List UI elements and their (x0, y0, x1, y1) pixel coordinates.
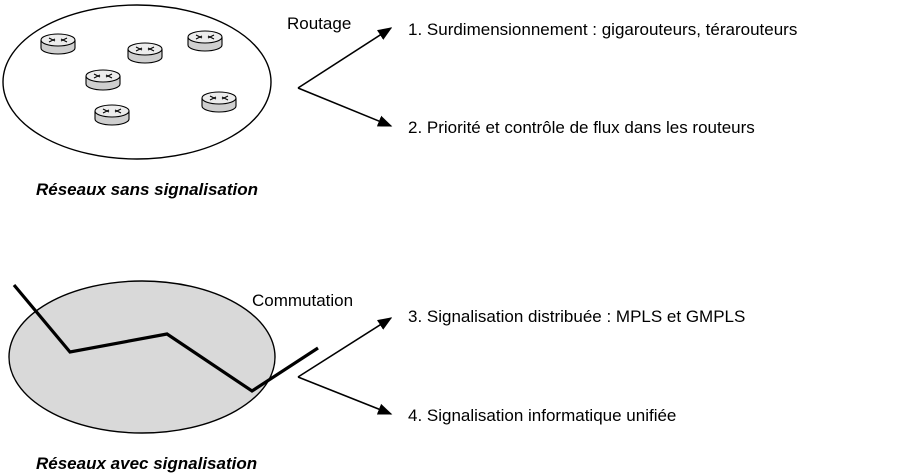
option-4-label: 4. Signalisation informatique unifiée (408, 406, 677, 425)
option-1-label: 1. Surdimensionnement : gigarouteurs, té… (408, 20, 798, 39)
top-caption: Réseaux sans signalisation (36, 180, 259, 199)
switching-label: Commutation (252, 291, 354, 310)
signalled-path (12, 283, 319, 393)
router-icon (201, 91, 237, 113)
bottom-caption: Réseaux avec signalisation (36, 454, 258, 473)
top-network-cloud (2, 4, 272, 160)
router-icon (94, 104, 130, 126)
option-3-label: 3. Signalisation distribuée : MPLS et GM… (408, 307, 746, 326)
option-2-label: 2. Priorité et contrôle de flux dans les… (408, 118, 755, 137)
routing-label: Routage (287, 14, 352, 33)
bottom-arrow-down (297, 376, 393, 415)
bottom-arrow-up (297, 317, 393, 378)
top-arrow-up (297, 27, 393, 89)
router-icon (187, 30, 223, 52)
router-icon (127, 42, 163, 64)
router-icon (85, 69, 121, 91)
top-arrow-down (297, 87, 393, 127)
router-icon (40, 33, 76, 55)
bottom-network-cloud (8, 280, 276, 434)
